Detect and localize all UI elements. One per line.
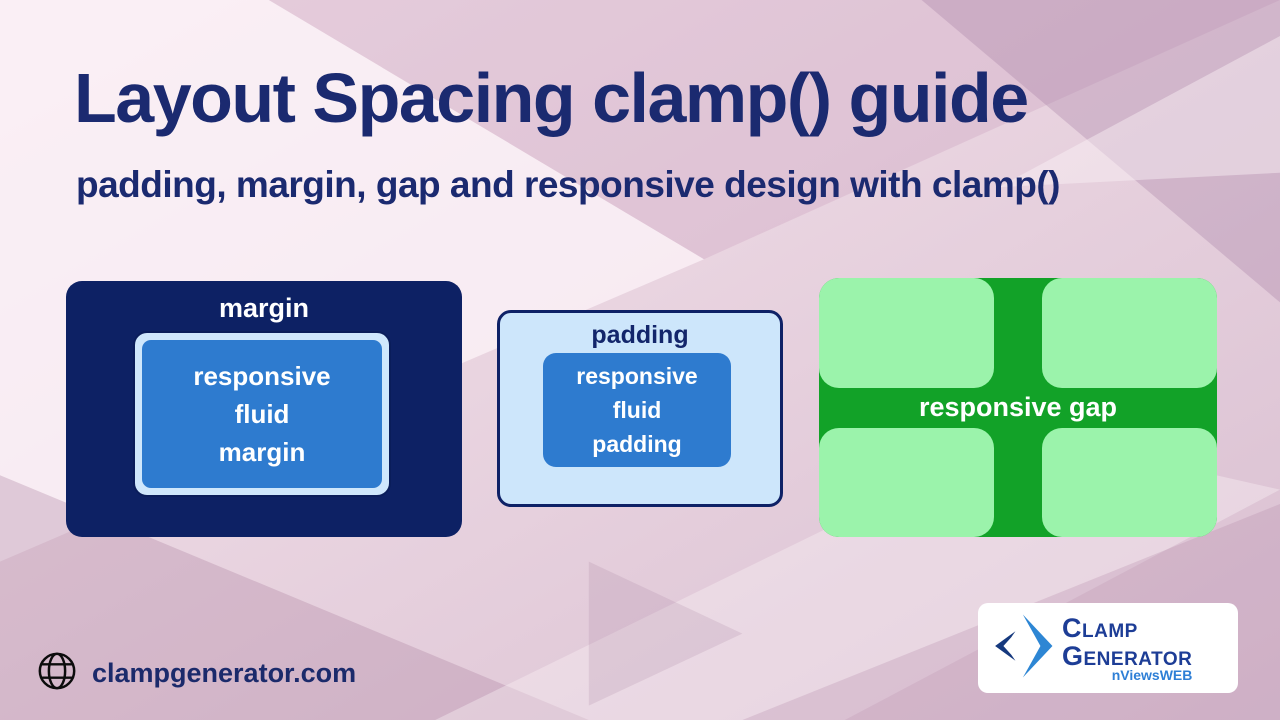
website-text: clampgenerator.com	[92, 658, 357, 688]
padding-content-box: responsive fluid padding	[543, 353, 731, 467]
padding-text-line: padding	[592, 431, 682, 457]
margin-text-line: margin	[218, 437, 306, 467]
page-subtitle: padding, margin, gap and responsive desi…	[76, 164, 1060, 205]
padding-text-line: responsive	[576, 363, 698, 389]
gap-grid-cell	[1042, 427, 1217, 537]
padding-example: padding responsive fluid padding	[497, 310, 783, 507]
gap-label: responsive gap	[918, 391, 1118, 422]
page-title: Layout Spacing clamp() guide	[74, 59, 1029, 137]
gap-example: responsive gap	[819, 278, 1217, 537]
gap-grid-cell	[1042, 278, 1217, 388]
code-chevrons-icon	[984, 606, 1058, 691]
margin-text-line: fluid	[234, 399, 290, 429]
margin-text-line: responsive	[193, 361, 331, 391]
margin-content-box: responsive fluid margin	[142, 340, 382, 488]
margin-example: margin responsive fluid margin	[66, 281, 462, 537]
gap-grid-cell	[819, 278, 994, 388]
brand-byline: nViewsWEB	[1111, 666, 1193, 683]
globe-icon	[36, 650, 78, 697]
website-link[interactable]: clampgenerator.com	[36, 650, 356, 697]
brand-name-line1: Clamp	[1062, 612, 1138, 643]
margin-frame: responsive fluid margin	[133, 331, 391, 497]
padding-text-line: fluid	[612, 397, 662, 423]
brand-logo-text: Clamp Generator nViewsWEB	[1062, 614, 1192, 683]
brand-name-line2: Generator	[1062, 640, 1193, 671]
gap-grid-cell	[819, 427, 994, 537]
margin-label: margin	[218, 293, 310, 323]
padding-label: padding	[591, 321, 689, 349]
brand-logo-card[interactable]: Clamp Generator nViewsWEB	[978, 603, 1238, 693]
